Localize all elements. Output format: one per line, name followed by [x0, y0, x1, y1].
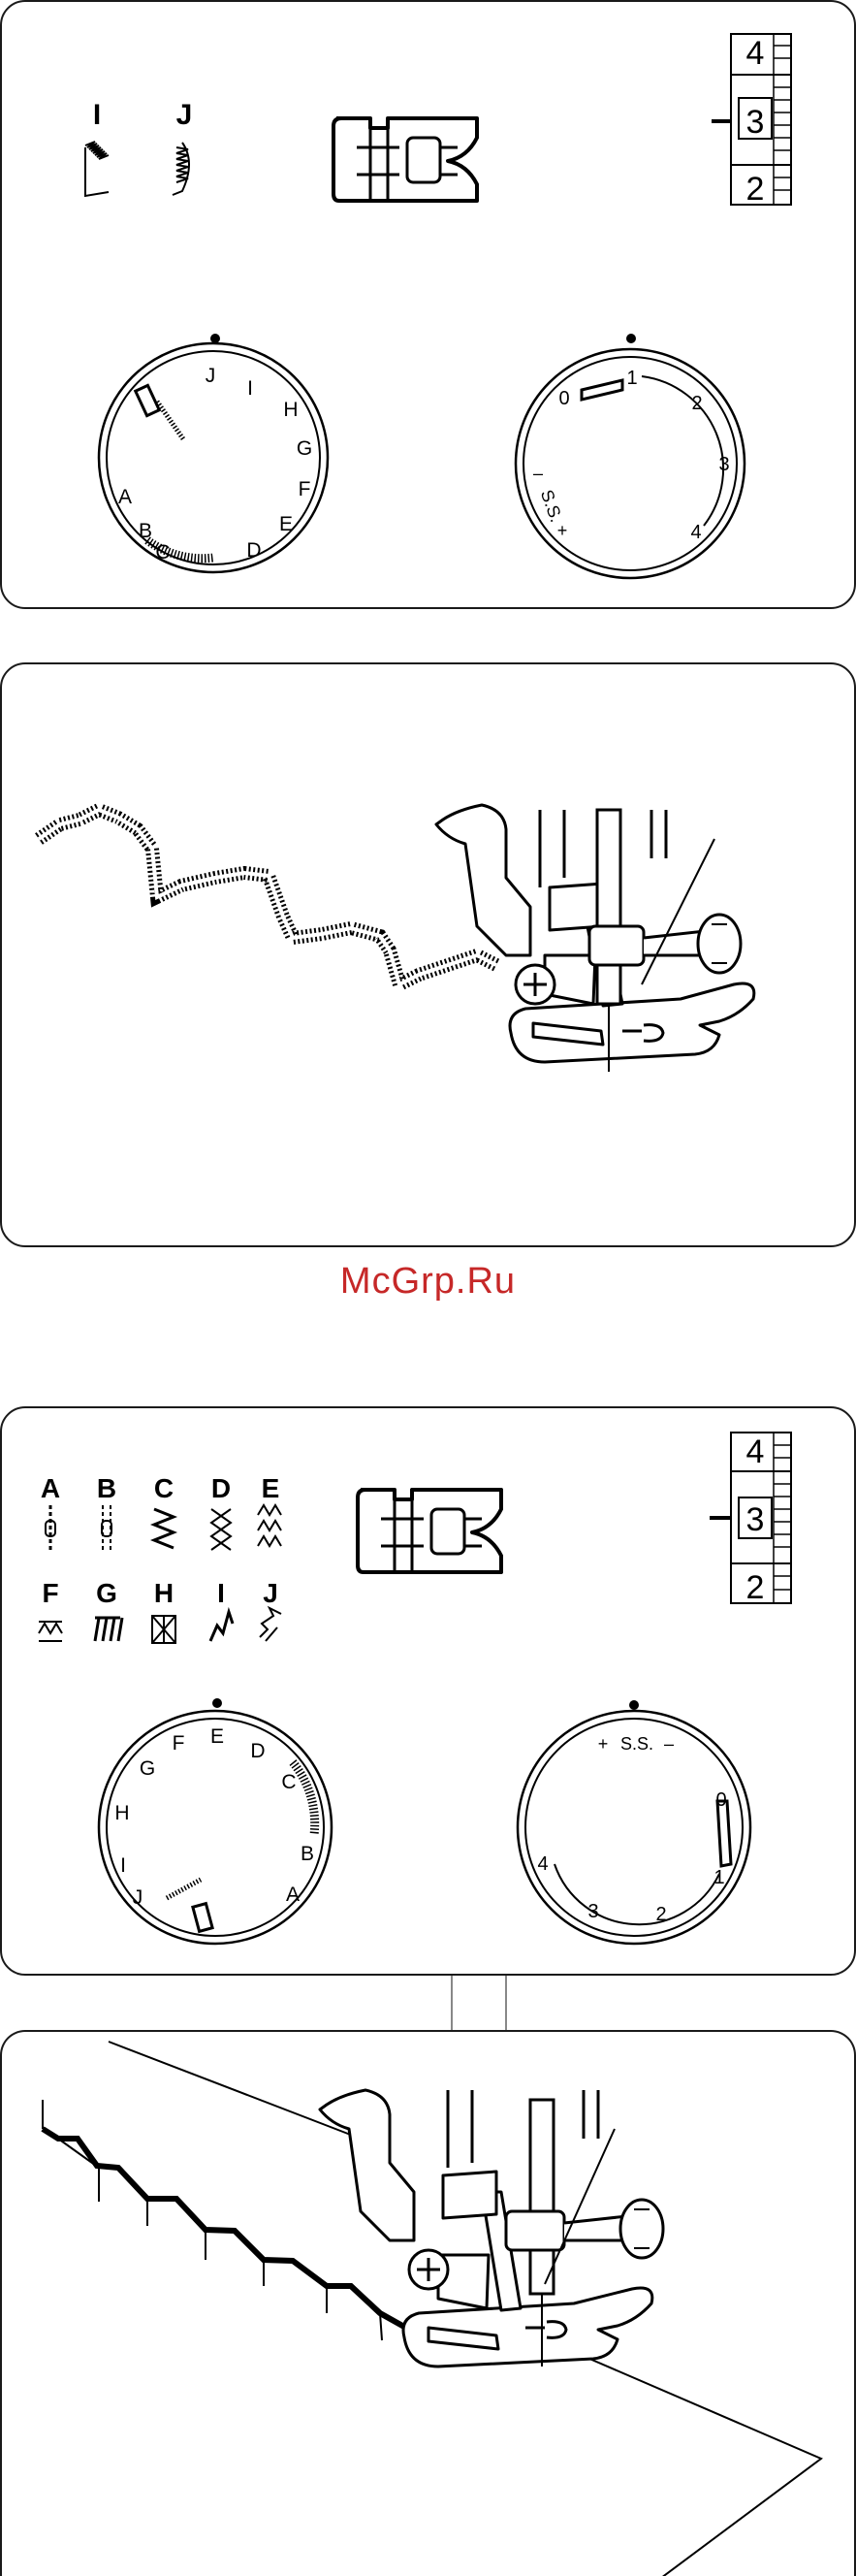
watermark-text: McGrp.Ru — [0, 1261, 856, 1303]
pattern-dial-label-j-2: J — [133, 1886, 143, 1909]
stitch-e-icon — [258, 1505, 281, 1546]
length-dial-label-3: 3 — [718, 454, 729, 475]
pattern-dial-label-e: E — [279, 513, 293, 535]
pattern-dial-label-a: A — [118, 486, 132, 508]
length-dial-label-3-2: 3 — [587, 1901, 598, 1922]
stitch-width-scale-icon-2: 4 3 2 — [710, 1433, 791, 1606]
stitch-g-icon — [95, 1618, 122, 1641]
stitch-length-dial-2: S.S. + – 0 1 2 3 4 — [518, 1700, 750, 1944]
settings-panel-2: A B C D E F G H I J — [0, 1406, 856, 1976]
pattern-letter-d: D — [211, 1473, 231, 1503]
satin-stitch-line — [39, 810, 496, 984]
length-dial-label-1: 1 — [626, 368, 637, 389]
pattern-dial-label-i: I — [247, 377, 253, 400]
pattern-dial-label-c-2: C — [281, 1771, 296, 1793]
presser-foot-icon-2 — [358, 1490, 501, 1572]
pattern-letter-a: A — [41, 1473, 60, 1503]
length-dial-label-0-2: 0 — [715, 1789, 726, 1811]
stitch-d-icon — [211, 1509, 231, 1550]
length-dial-label-4-2: 4 — [537, 1853, 548, 1875]
length-dial-label-2-2: 2 — [655, 1904, 666, 1925]
length-dial-label-4: 4 — [690, 522, 701, 543]
pattern-dial-label-h: H — [283, 399, 298, 421]
pattern-letter-b: B — [97, 1473, 116, 1503]
length-dial-label-plus: + — [557, 521, 568, 540]
pattern-dial-label-h-2: H — [114, 1802, 129, 1824]
pattern-letter-j: J — [176, 99, 193, 131]
settings-panel-2-drawing: A B C D E F G H I J — [2, 1408, 856, 1976]
sewing-illustration-panel-1 — [0, 662, 856, 1247]
pattern-letter-c: C — [154, 1473, 174, 1503]
stitch-h-icon — [152, 1616, 175, 1643]
pattern-dial-label-f: F — [299, 478, 311, 500]
length-dial-label-ss: S.S. — [537, 487, 566, 525]
stitch-width-scale-icon: 4 3 2 — [712, 34, 791, 208]
stitch-b-icon — [102, 1505, 111, 1552]
pattern-dial-label-b: B — [139, 520, 152, 542]
settings-panel-1: I J — [0, 0, 856, 609]
pattern-letter-h: H — [154, 1578, 174, 1608]
settings-panel-1-drawing: I J — [2, 2, 856, 609]
stitch-a-icon — [46, 1505, 55, 1552]
presser-foot-icon — [333, 118, 477, 201]
stitch-i-icon — [85, 142, 109, 196]
pattern-letter-f: F — [42, 1578, 58, 1608]
pattern-letter-i: I — [217, 1578, 225, 1608]
pattern-dial-label-f-2: F — [173, 1732, 185, 1755]
pattern-dial-label-e-2: E — [210, 1725, 224, 1748]
pattern-dial-label-a-2: A — [286, 1884, 300, 1906]
width-number-2: 2 — [746, 171, 765, 208]
pattern-selector-dial-2: F E D C B A J I H G — [99, 1698, 332, 1944]
pattern-letter-e: E — [262, 1473, 280, 1503]
length-dial-label-ss-2: S.S. — [620, 1734, 653, 1754]
stitch-j-icon — [173, 143, 189, 195]
pattern-dial-label-j: J — [206, 365, 216, 387]
length-dial-label-0: 0 — [558, 388, 569, 409]
length-dial-label-2: 2 — [691, 393, 702, 414]
width-number-4-b: 4 — [746, 1433, 765, 1470]
pattern-dial-label-d-2: D — [250, 1740, 265, 1762]
sewing-foot-illustration — [2, 664, 856, 1247]
length-dial-label-plus-2: + — [598, 1734, 609, 1754]
length-dial-label-1-2: 1 — [713, 1867, 724, 1888]
length-dial-label-minus: – — [533, 464, 543, 483]
pattern-dial-label-g: G — [297, 437, 312, 460]
sewing-illustration-panel-2 — [0, 2030, 856, 2576]
pattern-dial-label-g-2: G — [140, 1757, 155, 1780]
pattern-letter-i: I — [93, 99, 101, 131]
pattern-dial-label-d: D — [246, 539, 261, 562]
width-number-3: 3 — [746, 104, 765, 141]
stitch-j-icon-2 — [260, 1608, 281, 1641]
pattern-letter-j: J — [263, 1578, 278, 1608]
stitch-f-icon — [39, 1622, 62, 1641]
stitch-length-dial: 0 1 2 3 4 S.S. + – — [516, 334, 745, 578]
stitch-c-icon — [154, 1509, 174, 1548]
pattern-dial-label-c: C — [155, 541, 170, 564]
pattern-dial-label-i-2: I — [120, 1854, 126, 1877]
width-number-4: 4 — [746, 35, 765, 72]
pattern-dial-label-b-2: B — [301, 1843, 314, 1865]
width-number-3-b: 3 — [746, 1501, 765, 1538]
sewing-foot-illustration-2 — [2, 2032, 856, 2576]
length-dial-label-minus-2: – — [664, 1734, 674, 1754]
pattern-letter-g: G — [96, 1578, 117, 1608]
width-number-2-b: 2 — [746, 1569, 765, 1606]
stitch-i-icon-2 — [210, 1612, 233, 1641]
pattern-selector-dial: J I H G F E D C B A — [99, 334, 328, 572]
panel-connector — [451, 1976, 507, 2032]
